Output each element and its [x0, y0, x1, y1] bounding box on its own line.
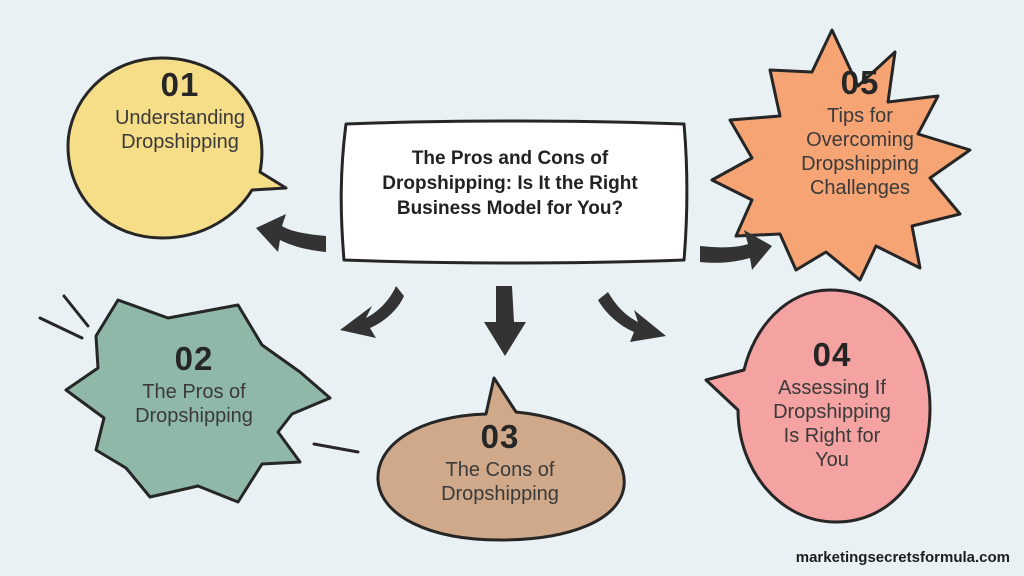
node-04-number: 04: [812, 336, 852, 373]
node-04: 04 Assessing If Dropshipping Is Right fo…: [752, 336, 912, 472]
node-01-text: Understanding Dropshipping: [114, 107, 246, 153]
node-02-shape: [64, 298, 332, 504]
node-05-text: Tips for Overcoming Dropshipping Challen…: [801, 105, 919, 199]
node-01-shape: [66, 56, 288, 240]
node-04-text: Assessing If Dropshipping Is Right for Y…: [773, 377, 891, 471]
arrow-to-04: [598, 292, 666, 342]
center-box: [339, 119, 689, 265]
node-03: 03 The Cons of Dropshipping: [410, 418, 590, 506]
node-02: 02 The Pros of Dropshipping: [106, 340, 282, 428]
node-01-number: 01: [160, 66, 200, 103]
node-02-text: The Pros of Dropshipping: [135, 381, 253, 427]
node-01: 01 Understanding Dropshipping: [92, 66, 268, 154]
node-05-number: 05: [840, 64, 880, 101]
node-03-shape: [376, 376, 626, 542]
node-05: 05 Tips for Overcoming Dropshipping Chal…: [768, 64, 952, 200]
arrow-to-05: [700, 230, 772, 270]
arrow-to-01: [256, 214, 326, 252]
node-04-shape: [704, 288, 932, 524]
node-05-shape: [710, 28, 972, 282]
footer-website: marketingsecretsformula.com: [795, 549, 1010, 566]
arrow-to-02: [340, 286, 404, 338]
burst-dashes: [38, 294, 360, 454]
diagram-title: The Pros and Cons of Dropshipping: Is It…: [382, 148, 638, 219]
node-03-number: 03: [480, 418, 520, 455]
node-02-number: 02: [174, 340, 214, 377]
node-03-text: The Cons of Dropshipping: [441, 459, 559, 505]
arrow-to-03: [484, 286, 526, 356]
